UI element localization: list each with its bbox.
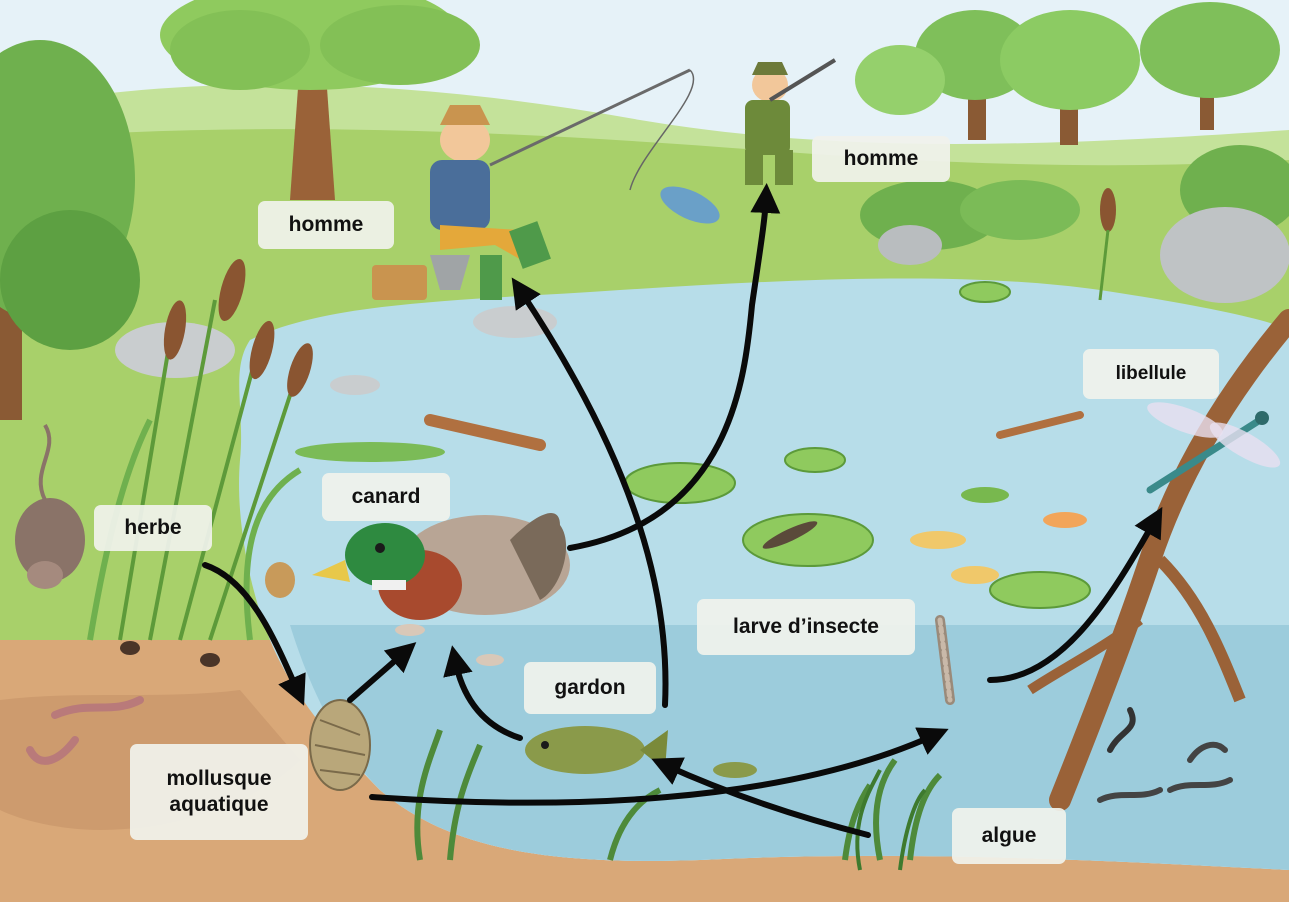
aquatic-snail: [310, 700, 370, 790]
label-algue: algue: [952, 808, 1066, 864]
label-gardon: gardon: [524, 662, 656, 714]
label-herbe: herbe: [94, 505, 212, 551]
label-canard: canard: [322, 473, 450, 521]
label-homme-left: homme: [258, 201, 394, 249]
label-larve-insecte: larve d’insecte: [697, 599, 915, 655]
label-homme-right: homme: [812, 136, 950, 182]
label-libellule: libellule: [1083, 349, 1219, 399]
label-mollusque-aquatique: mollusque aquatique: [130, 744, 308, 840]
snail-bank: [265, 562, 295, 598]
